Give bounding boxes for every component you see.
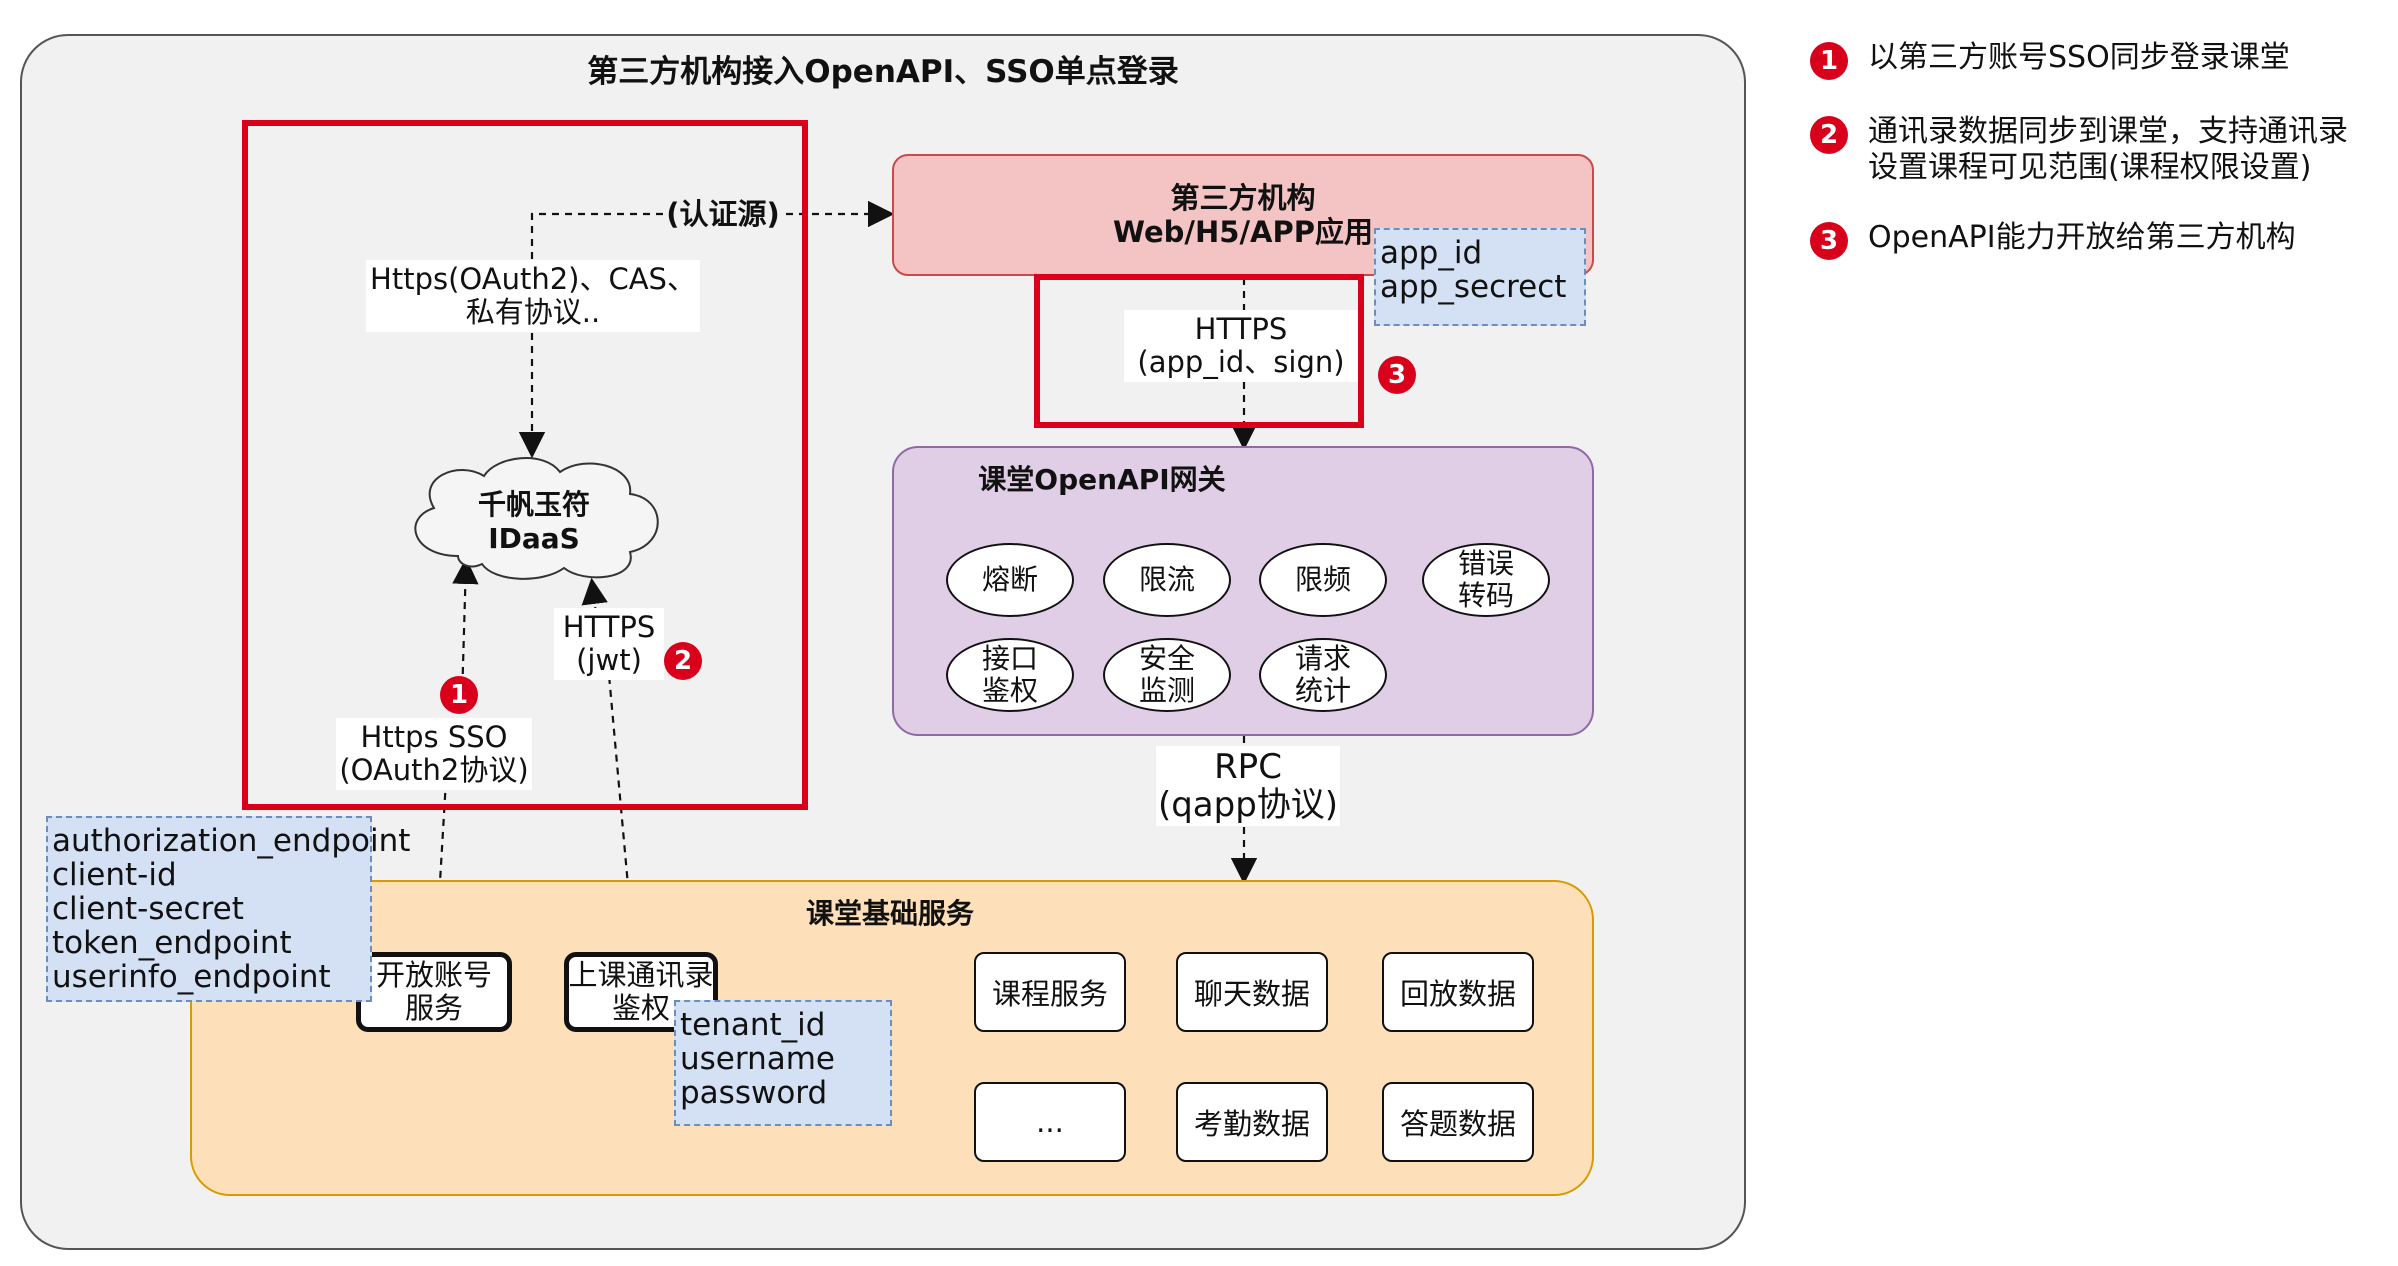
- legend-badge-2-icon: 2: [1810, 116, 1848, 154]
- auth-source-connector: [530, 200, 895, 272]
- app-credentials-note: app_id app_secrect: [1374, 228, 1586, 326]
- idaas-label: 千帆玉符 IDaaS: [434, 484, 634, 560]
- gateway-feature-frequency-limit: 限频: [1259, 543, 1387, 617]
- legend: 1 以第三方账号SSO同步登录课堂 2 通讯录数据同步到课堂，支持通讯录 设置课…: [1804, 40, 2384, 270]
- legend-text-2: 通讯录数据同步到课堂，支持通讯录 设置课程可见范围(课程权限设置): [1868, 114, 2348, 185]
- legend-text-1: 以第三方账号SSO同步登录课堂: [1868, 40, 2290, 75]
- third-party-title: 第三方机构: [1170, 181, 1316, 215]
- idaas-name: 千帆玉符: [477, 488, 590, 521]
- sso-label: Https SSO (OAuth2协议): [336, 718, 532, 790]
- gateway-feature-api-auth: 接口 鉴权: [946, 638, 1074, 712]
- legend-item-3: 3 OpenAPI能力开放给第三方机构: [1804, 220, 2384, 270]
- chat-data-box: 聊天数据: [1176, 952, 1328, 1032]
- gateway-feature-error-transcoding: 错误 转码: [1422, 543, 1550, 617]
- sso-to-idaas-arrow: [452, 557, 479, 701]
- idaas-cloud-icon: [414, 457, 659, 580]
- base-services-box: [190, 880, 1594, 1196]
- attendance-data-box: 考勤数据: [1176, 1082, 1328, 1162]
- legend-item-2: 2 通讯录数据同步到课堂，支持通讯录 设置课程可见范围(课程权限设置): [1804, 114, 2384, 220]
- quiz-data-box: 答题数据: [1382, 1082, 1534, 1162]
- sso-highlight-box: [242, 120, 808, 810]
- tenant-credentials-note: tenant_id username password: [674, 1000, 892, 1126]
- gateway-feature-request-stats: 请求 统计: [1259, 638, 1387, 712]
- gateway-feature-security-monitor: 安全 监测: [1103, 638, 1231, 712]
- gateway-feature-circuit-breaker: 熔断: [946, 543, 1074, 617]
- jwt-label: HTTPS (jwt): [554, 608, 664, 680]
- base-services-title: 课堂基础服务: [805, 897, 974, 930]
- rpc-label: RPC (qapp协议): [1156, 746, 1340, 826]
- legend-text-3: OpenAPI能力开放给第三方机构: [1868, 220, 2296, 255]
- legend-badge-3-icon: 3: [1810, 222, 1848, 260]
- openapi-highlight-box: [1034, 274, 1364, 428]
- legend-item-1: 1 以第三方账号SSO同步登录课堂: [1804, 40, 2384, 114]
- gateway-title: 课堂OpenAPI网关: [978, 463, 1226, 496]
- protocols-label: Https(OAuth2)、CAS、 私有协议..: [366, 260, 700, 332]
- more-services-box: ...: [974, 1082, 1126, 1162]
- gateway-feature-rate-limit: 限流: [1103, 543, 1231, 617]
- legend-badge-1-icon: 1: [1810, 42, 1848, 80]
- course-service-box: 课程服务: [974, 952, 1126, 1032]
- idaas-product: IDaaS: [488, 522, 580, 555]
- badge-1-icon: 1: [440, 676, 478, 714]
- oauth-endpoints-note: authorization_endpoint client-id client-…: [46, 816, 410, 1002]
- third-party-subtitle: Web/H5/APP应用: [1113, 215, 1373, 249]
- auth-source-label: (认证源): [664, 196, 782, 232]
- api-https-label: HTTPS (app_id、sign): [1124, 310, 1358, 382]
- account-service-box: 开放账号 服务: [356, 952, 512, 1032]
- playback-data-box: 回放数据: [1382, 952, 1534, 1032]
- badge-3-icon: 3: [1378, 356, 1416, 394]
- diagram-title: 第三方机构接入OpenAPI、SSO单点登录: [587, 53, 1179, 90]
- badge-2-icon: 2: [664, 642, 702, 680]
